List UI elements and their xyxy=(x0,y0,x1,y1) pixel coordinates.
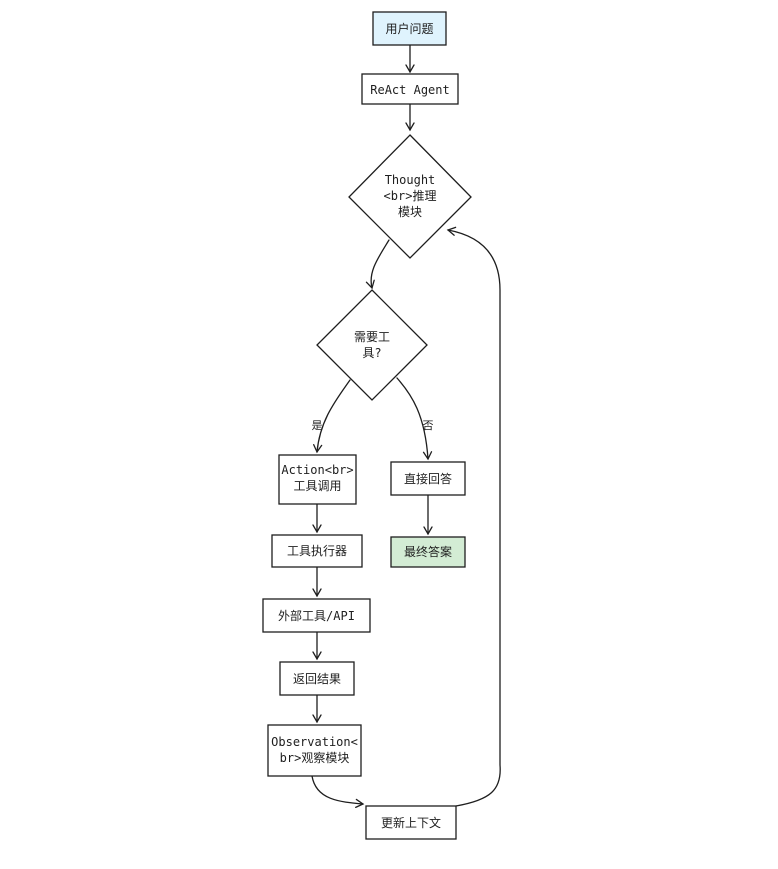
node-final-answer-box xyxy=(390,536,466,568)
node-action-box xyxy=(278,454,357,505)
node-need-tool-line2: 具? xyxy=(362,346,381,360)
node-return-result: 返回结果 xyxy=(279,661,355,696)
node-final-answer: 最终答案 xyxy=(390,536,466,568)
node-observation: Observation< br>观察模块 xyxy=(267,724,362,777)
node-action-line2: 工具调用 xyxy=(293,479,341,493)
edge-decision-yes xyxy=(313,379,351,454)
node-update-context-box xyxy=(365,805,457,840)
node-final-answer-label: 最终答案 xyxy=(404,544,452,559)
node-return-result-label: 返回结果 xyxy=(293,672,341,686)
node-action-line1: Action<br> xyxy=(281,463,353,477)
node-direct-answer-label: 直接回答 xyxy=(404,471,452,486)
node-external-tool: 外部工具/API xyxy=(262,598,371,633)
edge-observation-to-update xyxy=(311,775,365,809)
node-observation-box xyxy=(267,724,362,777)
node-need-tool-line1: 需要工 xyxy=(354,330,390,344)
node-update-context: 更新上下文 xyxy=(365,805,457,840)
node-need-tool: 需要工 具? xyxy=(316,289,428,401)
node-thought: Thought <br>推理 模块 xyxy=(348,134,472,259)
node-action: Action<br> 工具调用 xyxy=(278,454,357,505)
edge-thought-to-decision xyxy=(365,239,390,290)
edge-label-no: 否 xyxy=(423,419,434,432)
node-tool-executor: 工具执行器 xyxy=(271,534,363,568)
node-react-agent-box xyxy=(361,73,459,105)
edge-update-loop-to-thought xyxy=(446,226,501,807)
node-direct-answer-box xyxy=(390,461,466,496)
node-user-question-label: 用户问题 xyxy=(385,21,433,36)
node-react-agent: ReAct Agent xyxy=(361,73,459,105)
node-tool-executor-label: 工具执行器 xyxy=(287,544,347,558)
edge-label-yes: 是 xyxy=(312,419,323,432)
node-thought-diamond xyxy=(348,134,472,259)
node-direct-answer: 直接回答 xyxy=(390,461,466,496)
node-user-question-box xyxy=(372,11,447,46)
node-thought-line2: <br>推理 xyxy=(384,189,437,203)
node-react-agent-label: ReAct Agent xyxy=(370,83,449,97)
node-external-tool-label: 外部工具/API xyxy=(278,608,355,623)
node-thought-line1: Thought xyxy=(385,173,436,187)
node-need-tool-diamond xyxy=(316,289,428,401)
node-observation-line2: br>观察模块 xyxy=(280,751,350,765)
node-observation-line1: Observation< xyxy=(271,735,358,749)
node-tool-executor-box xyxy=(271,534,363,568)
node-thought-line3: 模块 xyxy=(398,205,422,219)
node-return-result-box xyxy=(279,661,355,696)
node-update-context-label: 更新上下文 xyxy=(381,815,441,830)
node-external-tool-box xyxy=(262,598,371,633)
edges xyxy=(311,44,501,809)
node-user-question: 用户问题 xyxy=(372,11,447,46)
edge-decision-no xyxy=(396,377,433,461)
